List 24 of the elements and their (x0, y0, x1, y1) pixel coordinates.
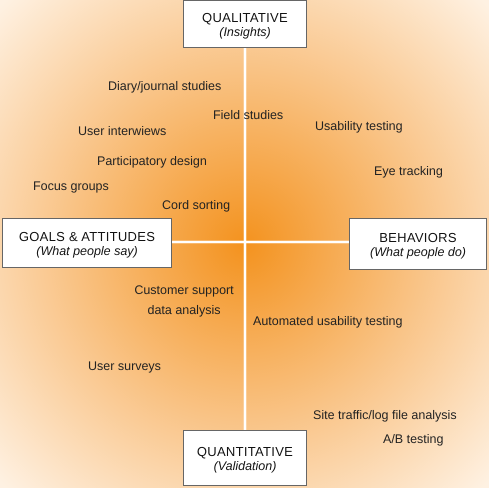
method-label: Participatory design (97, 153, 207, 170)
method-label: A/B testing (383, 431, 444, 448)
method-label: Customer support data analysis (133, 282, 235, 319)
method-label: Diary/journal studies (108, 78, 222, 95)
axis-label-box (349, 218, 487, 270)
axis-title: BEHAVIORS (379, 230, 457, 244)
method-label: Automated usability testing (253, 313, 402, 330)
method-label: User interwiews (78, 123, 166, 140)
axis-title: QUALITATIVE (202, 10, 288, 24)
method-label: Focus groups (33, 178, 109, 195)
method-label: Cord sorting (162, 197, 230, 214)
method-label: User surveys (88, 358, 161, 375)
axis-subtitle: (Validation) (214, 458, 276, 472)
method-label: Site traffic/log file analysis (313, 407, 457, 424)
method-label: Eye tracking (374, 163, 443, 180)
axis-subtitle: (Insights) (219, 24, 271, 38)
axis-subtitle: (What people do) (370, 244, 466, 258)
method-label: Usability testing (315, 118, 403, 135)
axis-title: GOALS & ATTITUDES (18, 228, 156, 244)
axis-label-box (2, 218, 172, 268)
axis-label-box (183, 0, 307, 48)
axis-label-box (183, 430, 307, 486)
axis-subtitle: (What people say) (36, 244, 138, 258)
axis-title: QUANTITATIVE (196, 444, 294, 458)
